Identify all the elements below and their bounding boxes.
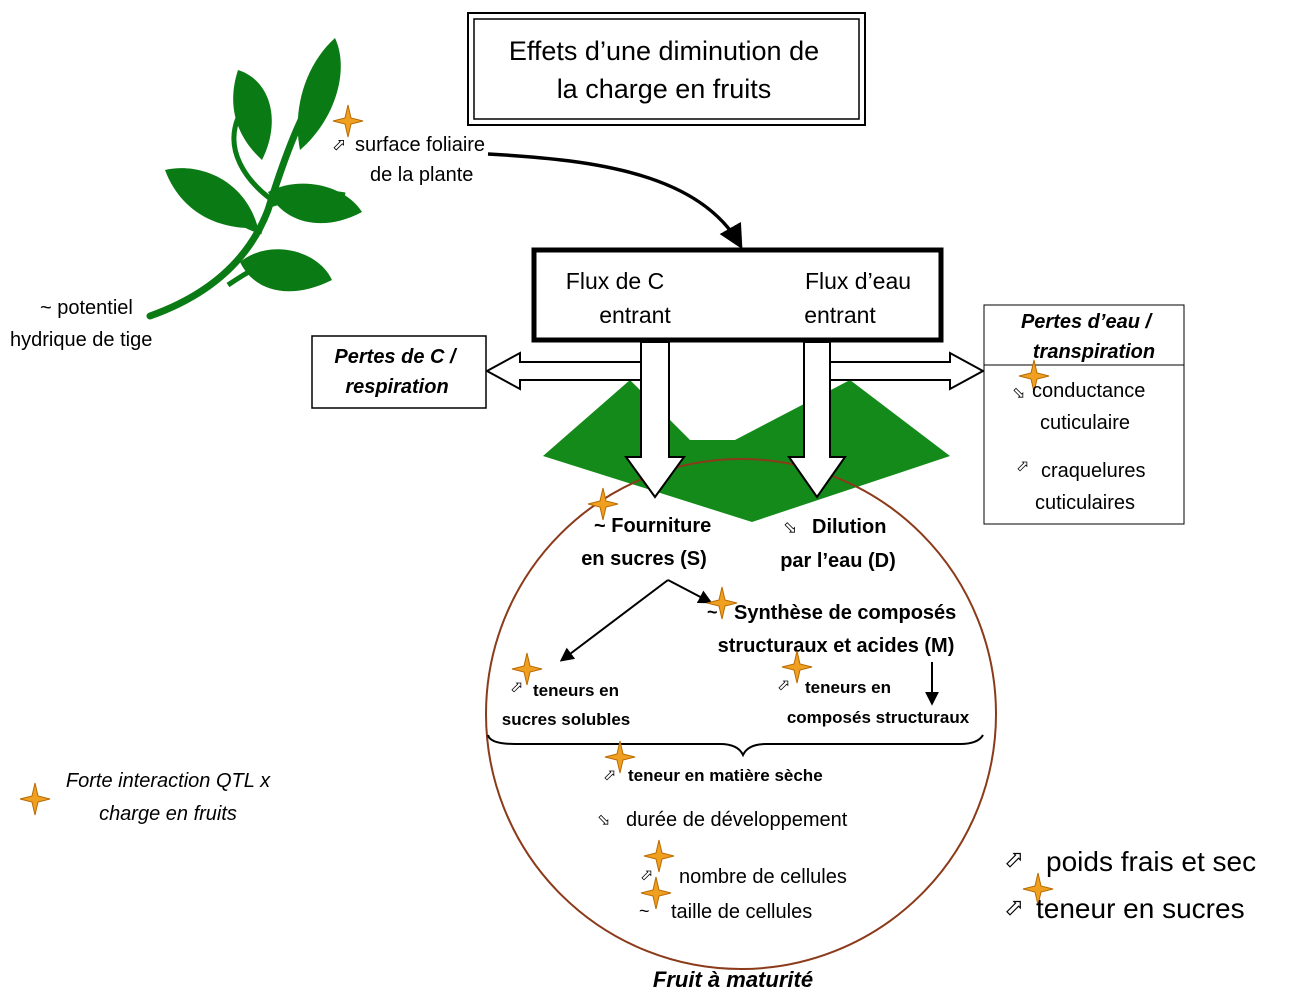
legend-line-2: charge en fruits xyxy=(99,803,237,825)
dry-matter-up-icon: ⬀ xyxy=(603,767,616,784)
dry-matter-label: teneur en matière sèche xyxy=(628,766,823,785)
cell-size-tilde: ~ xyxy=(639,901,650,921)
soluble-sugar-up-icon: ⬀ xyxy=(510,679,523,696)
title-line-2: la charge en fruits xyxy=(557,74,772,104)
leaf-area-up-icon: ⬀ xyxy=(332,135,346,154)
flux-box: Flux de C entrant Flux d’eau entrant xyxy=(531,247,944,343)
cell-size-label: taille de cellules xyxy=(671,901,812,923)
fruit-caption: Fruit à maturité xyxy=(653,967,813,992)
leaf-area-line-1: surface foliaire xyxy=(355,134,485,156)
water-losses-box: Pertes d’eau / transpiration ⬂ conductan… xyxy=(983,304,1185,525)
supply-to-soluble-arrow xyxy=(559,579,669,662)
dilution-line-1: Dilution xyxy=(812,516,886,538)
sugar-content-label: teneur en sucres xyxy=(1036,893,1245,924)
flux-c-line-1: Flux de C xyxy=(566,268,664,294)
leaf-area-star xyxy=(332,104,364,138)
supply-to-synthesis-arrow xyxy=(667,579,713,604)
stem-potential-line-2: hydrique de tige xyxy=(10,329,152,351)
water-losses-line-1: Pertes d’eau / xyxy=(1021,311,1154,333)
duration-down-icon: ⬂ xyxy=(597,812,610,829)
conductance-line-2: cuticulaire xyxy=(1040,412,1130,434)
soluble-sugar-line-1: teneurs en xyxy=(533,681,619,700)
stem-potential-line-1: ~ potentiel xyxy=(40,297,133,319)
leaf-icon xyxy=(146,38,362,320)
sugar-supply-line-1: ~ Fourniture xyxy=(594,515,711,537)
carbon-loss-arrow xyxy=(484,351,642,391)
soluble-sugar-line-2: sucres solubles xyxy=(502,710,631,729)
conductance-line-1: conductance xyxy=(1032,380,1145,402)
carbon-flux-arrow xyxy=(624,341,686,499)
cell-number-label: nombre de cellules xyxy=(679,866,847,888)
conductance-down-icon: ⬂ xyxy=(1012,385,1025,402)
leaf-to-flux-arrow xyxy=(487,152,743,250)
cracks-line-1: craquelures xyxy=(1041,460,1146,482)
weight-label: poids frais et sec xyxy=(1046,846,1256,877)
weight-up-icon: ⬀ xyxy=(1004,846,1024,873)
contents-brace xyxy=(487,734,984,758)
cracks-line-2: cuticulaires xyxy=(1035,492,1135,514)
carbon-losses-line-2: respiration xyxy=(345,376,448,398)
synthesis-line-1: Synthèse de composés xyxy=(734,602,956,624)
cell-number-up-icon: ⬀ xyxy=(640,867,653,884)
legend-star-icon xyxy=(19,782,51,816)
sugar-content-up-icon: ⬀ xyxy=(1004,894,1024,921)
synthesis-tilde: ~ xyxy=(707,602,718,622)
duration-label: durée de développement xyxy=(626,809,848,831)
sugar-supply-line-2: en sucres (S) xyxy=(581,548,707,570)
water-loss-arrow xyxy=(829,351,986,391)
title-box: Effets d’une diminution de la charge en … xyxy=(467,12,866,126)
title-line-1: Effets d’une diminution de xyxy=(509,36,819,66)
structural-up-icon: ⬀ xyxy=(777,677,790,694)
flux-c-line-2: entrant xyxy=(599,302,671,328)
leaf-area-line-2: de la plante xyxy=(370,164,473,186)
carbon-losses-line-1: Pertes de C / xyxy=(334,346,458,368)
cracks-up-icon: ⬀ xyxy=(1016,458,1029,475)
structural-line-1: teneurs en xyxy=(805,678,891,697)
synthesis-line-2: structuraux et acides (M) xyxy=(718,635,955,657)
fruit-circle xyxy=(485,458,997,970)
dilution-line-2: par l’eau (D) xyxy=(780,550,896,572)
structural-line-2: composés structuraux xyxy=(787,708,970,727)
dilution-down-icon: ⬂ xyxy=(783,518,797,537)
flux-water-line-1: Flux d’eau xyxy=(805,268,911,294)
flux-water-line-2: entrant xyxy=(804,302,876,328)
water-losses-line-2: transpiration xyxy=(1033,341,1155,363)
legend-line-1: Forte interaction QTL x xyxy=(66,770,271,792)
carbon-losses-box: Pertes de C / respiration xyxy=(311,335,487,409)
